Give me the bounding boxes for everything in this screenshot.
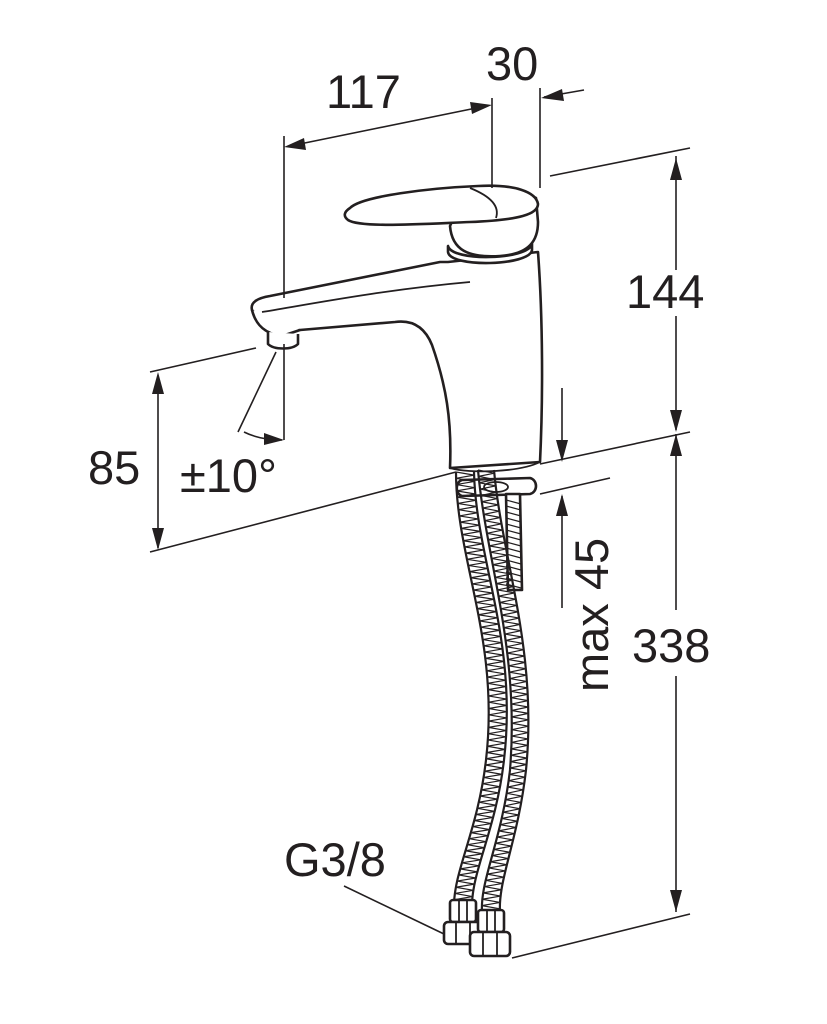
aerator bbox=[266, 332, 300, 350]
lever-handle bbox=[343, 184, 540, 227]
hose-connectors bbox=[442, 898, 512, 958]
dimension-swivel: ±10° bbox=[180, 344, 285, 502]
dim-label-max45: max 45 bbox=[565, 538, 618, 692]
hose-right-outer bbox=[476, 469, 513, 913]
dim-label-144: 144 bbox=[626, 265, 704, 318]
dim-label-338: 338 bbox=[632, 619, 710, 672]
hose-braid-right bbox=[477, 469, 529, 913]
dim-label-30: 30 bbox=[486, 37, 538, 90]
dim-label-thread: G3/8 bbox=[284, 833, 386, 886]
connector-right bbox=[468, 908, 512, 958]
dimension-85: 85 bbox=[88, 347, 457, 553]
dimension-thread: G3/8 bbox=[284, 833, 445, 935]
dimension-338: 338 bbox=[511, 434, 710, 959]
dimension-144: 144 bbox=[549, 147, 704, 432]
hose-right-inner bbox=[492, 469, 530, 913]
faucet-column bbox=[250, 250, 544, 470]
dimension-117: 117 bbox=[283, 65, 493, 298]
hose-braid-left bbox=[453, 471, 507, 907]
hoses bbox=[452, 469, 530, 913]
spout-top-line bbox=[261, 281, 471, 313]
dim-label-85: 85 bbox=[88, 441, 140, 494]
lever-highlight bbox=[469, 187, 498, 219]
faucet-body bbox=[250, 184, 544, 473]
dimension-max45: max 45 bbox=[539, 388, 691, 692]
dim-label-117: 117 bbox=[326, 65, 401, 118]
dim-label-swivel: ±10° bbox=[180, 449, 277, 502]
dimension-30: 30 bbox=[486, 37, 585, 188]
